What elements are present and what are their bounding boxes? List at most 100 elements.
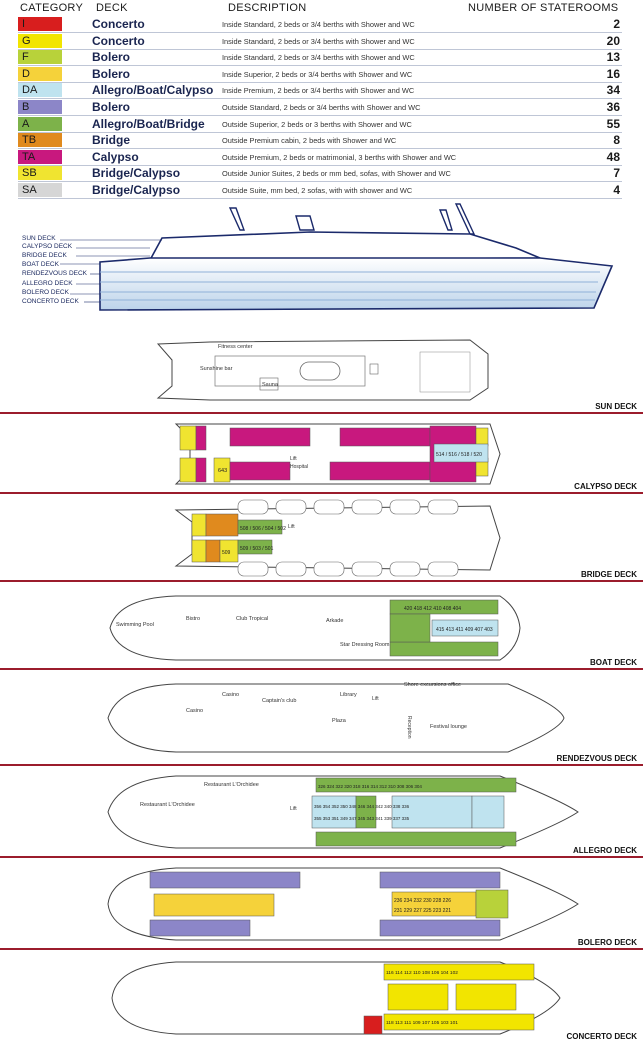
rv-lift: Lift bbox=[372, 696, 379, 702]
category-row: I Concerto Inside Standard, 2 beds or 3/4 … bbox=[18, 16, 622, 33]
header-deck: DECK bbox=[96, 2, 128, 14]
category-count: 48 bbox=[606, 149, 620, 164]
category-swatch: SB bbox=[18, 166, 62, 181]
sun-area-fitness: Fitness center bbox=[218, 344, 253, 350]
boat-deck-divider bbox=[0, 668, 643, 670]
allegro-deck-divider bbox=[0, 856, 643, 858]
allegro-cabins-mid: 356 354 352 350 348 346 344 342 340 338 … bbox=[314, 804, 410, 809]
bridge-lift: Lift bbox=[288, 524, 295, 530]
calypso-deck-drawing: 643 514 / 516 / 518 / 520 Lift Hospital bbox=[174, 423, 501, 485]
allegro-restaurant-b: Restaurant L'Orchidee bbox=[140, 802, 195, 808]
boat-cabins-inner: 415 413 411 409 407 403 bbox=[436, 627, 493, 633]
bolero-deck-divider bbox=[0, 948, 643, 950]
boat-bistro: Bistro bbox=[186, 616, 200, 622]
category-count: 8 bbox=[613, 133, 620, 148]
category-count: 2 bbox=[613, 17, 620, 31]
calypso-cabin-643: 643 bbox=[218, 468, 227, 474]
category-description: Outside Superior, 2 beds or 3 berths wit… bbox=[222, 119, 412, 129]
category-description: Outside Standard, 2 beds or 3/4 berths w… bbox=[222, 103, 421, 112]
category-deck: Bolero bbox=[92, 50, 131, 65]
category-description: Inside Premium, 2 beds or 3/4 berths wit… bbox=[222, 86, 415, 96]
concerto-deck-drawing: 116 114 112 110 108 106 104 102 118 113 … bbox=[111, 961, 561, 1035]
category-description: Inside Standard, 2 beds or 3/4 berths wi… bbox=[222, 20, 415, 29]
category-deck: Allegro/Boat/Calypso bbox=[92, 83, 214, 98]
sun-deck-drawing: Fitness center Sunshine bar Sauna bbox=[156, 339, 489, 401]
category-swatch: A bbox=[18, 116, 62, 131]
boat-deck-label: BOAT DECK bbox=[590, 658, 637, 667]
category-deck: Bridge/Calypso bbox=[92, 166, 181, 181]
allegro-cabins-low: 355 353 351 349 347 345 343 341 339 337 … bbox=[314, 816, 410, 821]
rv-library: Library bbox=[340, 692, 357, 698]
calypso-deck-label: CALYPSO DECK bbox=[574, 482, 637, 491]
boat-pool: Swimming Pool bbox=[116, 622, 154, 628]
header-description: DESCRIPTION bbox=[228, 2, 307, 14]
concerto-cabins-top: 116 114 112 110 108 106 104 102 bbox=[386, 970, 458, 976]
calypso-lift: Lift bbox=[290, 456, 297, 462]
rv-captains: Captain's club bbox=[262, 698, 296, 704]
bridge-cabin-group-b: 509 / 503 / 501 bbox=[240, 546, 274, 552]
rv-plaza: Plaza bbox=[332, 718, 347, 724]
category-swatch: TA bbox=[18, 149, 62, 164]
sun-deck-divider bbox=[0, 412, 643, 414]
category-deck: Concerto bbox=[92, 33, 145, 48]
allegro-cabins-top: 326 324 322 320 318 316 314 312 310 308 … bbox=[318, 784, 422, 789]
calypso-hospital: Hospital bbox=[290, 464, 308, 470]
rendezvous-deck-divider bbox=[0, 764, 643, 766]
category-description: Inside Superior, 2 beds or 3/4 berths wi… bbox=[222, 69, 413, 79]
profile-label-bridge: BRIDGE DECK bbox=[22, 252, 67, 259]
category-deck: Concerto bbox=[92, 17, 145, 31]
category-description: Inside Standard, 2 beds or 3/4 berths wi… bbox=[222, 53, 415, 63]
category-deck: Allegro/Boat/Bridge bbox=[92, 116, 205, 131]
profile-label-allegro: ALLEGRO DECK bbox=[22, 280, 73, 287]
category-swatch: I bbox=[18, 17, 62, 31]
bridge-deck-drawing: 508 / 506 / 504 / 502 509 / 503 / 501 50… bbox=[174, 499, 501, 577]
calypso-cabin-group: 514 / 516 / 518 / 520 bbox=[436, 452, 482, 458]
ship-profile: SUN DECK CALYPSO DECK BRIDGE DECK BOAT D… bbox=[0, 200, 643, 312]
bolero-deck-drawing: 236 234 232 230 228 226 231 229 227 225 … bbox=[107, 867, 579, 941]
category-count: 4 bbox=[613, 183, 620, 197]
bolero-cabins-mid: 236 234 232 230 228 226 bbox=[394, 898, 451, 904]
sun-area-sauna: Sauna bbox=[262, 382, 279, 388]
rendezvous-deck-label: RENDEZVOUS DECK bbox=[556, 754, 637, 763]
allegro-deck-drawing: 326 324 322 320 318 316 314 312 310 308 … bbox=[107, 775, 579, 849]
rendezvous-deck-drawing: Casino Captain's club Library Lift Shore… bbox=[107, 682, 565, 753]
category-swatch: G bbox=[18, 33, 62, 48]
category-deck: Calypso bbox=[92, 149, 139, 164]
category-swatch: TB bbox=[18, 133, 62, 148]
boat-dressing: Star Dressing Room bbox=[340, 642, 390, 648]
header-category: CATEGORY bbox=[20, 2, 84, 14]
rv-casino-b: Casino bbox=[186, 708, 203, 714]
rv-reception: Reception bbox=[406, 716, 412, 739]
rv-festival: Festival lounge bbox=[430, 724, 467, 730]
profile-label-bolero: BOLERO DECK bbox=[22, 289, 69, 296]
profile-label-boat: BOAT DECK bbox=[22, 261, 59, 268]
header-staterooms: NUMBER OF STATEROOMS bbox=[468, 2, 619, 14]
ship-profile-drawing bbox=[60, 203, 614, 311]
concerto-cabins-low: 118 113 111 109 107 105 103 101 bbox=[386, 1020, 458, 1026]
category-deck: Bolero bbox=[92, 66, 131, 81]
category-count: 13 bbox=[606, 50, 620, 65]
concerto-deck-label: CONCERTO DECK bbox=[566, 1032, 637, 1041]
category-row: A Allegro/Boat/Bridge Outside Superior, 2 … bbox=[18, 116, 622, 133]
allegro-lift: Lift bbox=[290, 806, 297, 812]
category-swatch: D bbox=[18, 66, 62, 81]
category-description: Outside Suite, mm bed, 2 sofas, with wit… bbox=[222, 186, 413, 195]
profile-label-sun: SUN DECK bbox=[22, 235, 56, 242]
rv-casino-a: Casino bbox=[222, 692, 239, 698]
boat-arkade: Arkade bbox=[326, 618, 343, 624]
sun-area-bar: Sunshine bar bbox=[200, 366, 233, 372]
category-swatch: F bbox=[18, 50, 62, 65]
category-row: D Bolero Inside Superior, 2 beds or 3/4 be… bbox=[18, 66, 622, 83]
profile-label-rendezvous: RENDEZVOUS DECK bbox=[22, 270, 88, 277]
category-count: 7 bbox=[613, 166, 620, 181]
bridge-deck-divider bbox=[0, 580, 643, 582]
category-deck: Bridge bbox=[92, 133, 131, 148]
boat-cabins-row: 420 418 412 410 408 404 bbox=[404, 606, 461, 612]
category-swatch: B bbox=[18, 100, 62, 114]
category-count: 55 bbox=[606, 116, 620, 131]
